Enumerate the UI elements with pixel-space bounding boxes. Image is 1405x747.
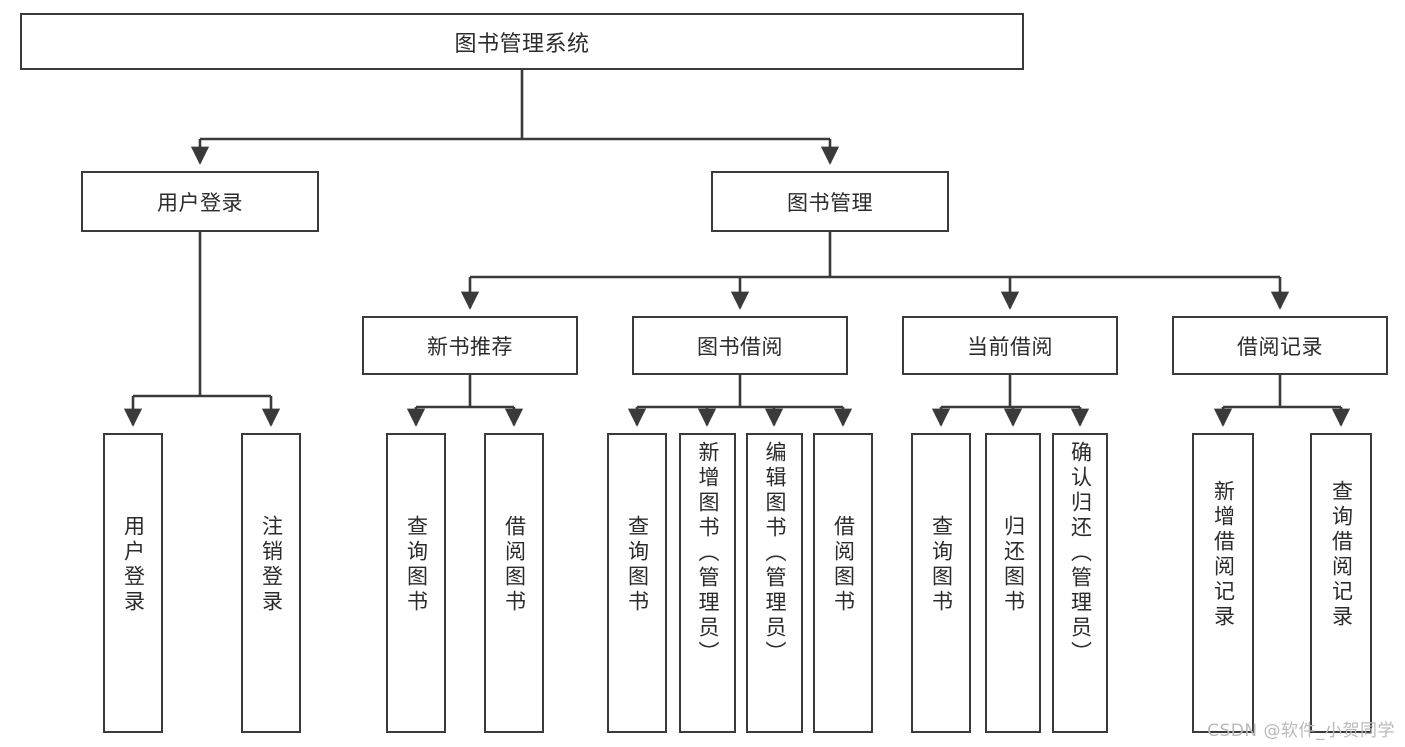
node-borrow-record[interactable]: 借阅记录 — [1172, 316, 1388, 375]
leaf-query-book-new[interactable]: 查询图书 — [386, 433, 446, 733]
leaf-add-book-admin[interactable]: 新增图书（管理员） — [679, 433, 736, 733]
node-new-book-recommend[interactable]: 新书推荐 — [362, 316, 578, 375]
node-label: 归还图书 — [1001, 515, 1026, 615]
leaf-add-borrow-record[interactable]: 新增借阅记录 — [1192, 433, 1254, 733]
leaf-user-login[interactable]: 用户登录 — [103, 433, 163, 733]
leaf-edit-book-admin[interactable]: 编辑图书（管理员） — [746, 433, 803, 733]
node-current-borrow[interactable]: 当前借阅 — [902, 316, 1118, 375]
node-label: 借阅记录 — [1237, 334, 1323, 359]
node-label: 图书管理 — [787, 190, 873, 215]
node-label: 查询图书 — [404, 515, 429, 615]
node-label: 当前借阅 — [967, 334, 1053, 359]
node-root-system[interactable]: 图书管理系统 — [20, 13, 1024, 70]
node-book-borrow[interactable]: 图书借阅 — [632, 316, 848, 375]
node-label: 借阅图书 — [502, 515, 527, 615]
node-label: 编辑图书（管理员） — [763, 441, 787, 666]
node-label: 确认归还（管理员） — [1068, 441, 1093, 666]
leaf-borrow-book[interactable]: 借阅图书 — [813, 433, 873, 733]
leaf-confirm-return-admin[interactable]: 确认归还（管理员） — [1052, 433, 1108, 733]
node-label: 新书推荐 — [427, 334, 513, 359]
leaf-return-book[interactable]: 归还图书 — [985, 433, 1041, 733]
node-label: 新增图书（管理员） — [696, 441, 720, 666]
node-book-management[interactable]: 图书管理 — [711, 171, 949, 232]
node-label: 查询借阅记录 — [1329, 480, 1354, 630]
node-label: 用户登录 — [157, 190, 243, 215]
node-label: 注销登录 — [259, 515, 284, 615]
leaf-query-borrow-record[interactable]: 查询借阅记录 — [1310, 433, 1372, 733]
leaf-borrow-book-new[interactable]: 借阅图书 — [484, 433, 544, 733]
node-label: 用户登录 — [121, 515, 146, 615]
leaf-query-book-borrow[interactable]: 查询图书 — [607, 433, 667, 733]
node-label: 图书管理系统 — [454, 31, 590, 57]
node-label: 查询图书 — [929, 515, 954, 615]
node-label: 查询图书 — [625, 515, 650, 615]
node-label: 借阅图书 — [831, 515, 856, 615]
leaf-logout[interactable]: 注销登录 — [241, 433, 301, 733]
node-label: 图书借阅 — [697, 334, 783, 359]
watermark-text: CSDN @软件_小贺同学 — [1207, 721, 1395, 741]
leaf-query-book-current[interactable]: 查询图书 — [911, 433, 971, 733]
node-label: 新增借阅记录 — [1211, 480, 1236, 630]
node-user-login[interactable]: 用户登录 — [81, 171, 319, 232]
